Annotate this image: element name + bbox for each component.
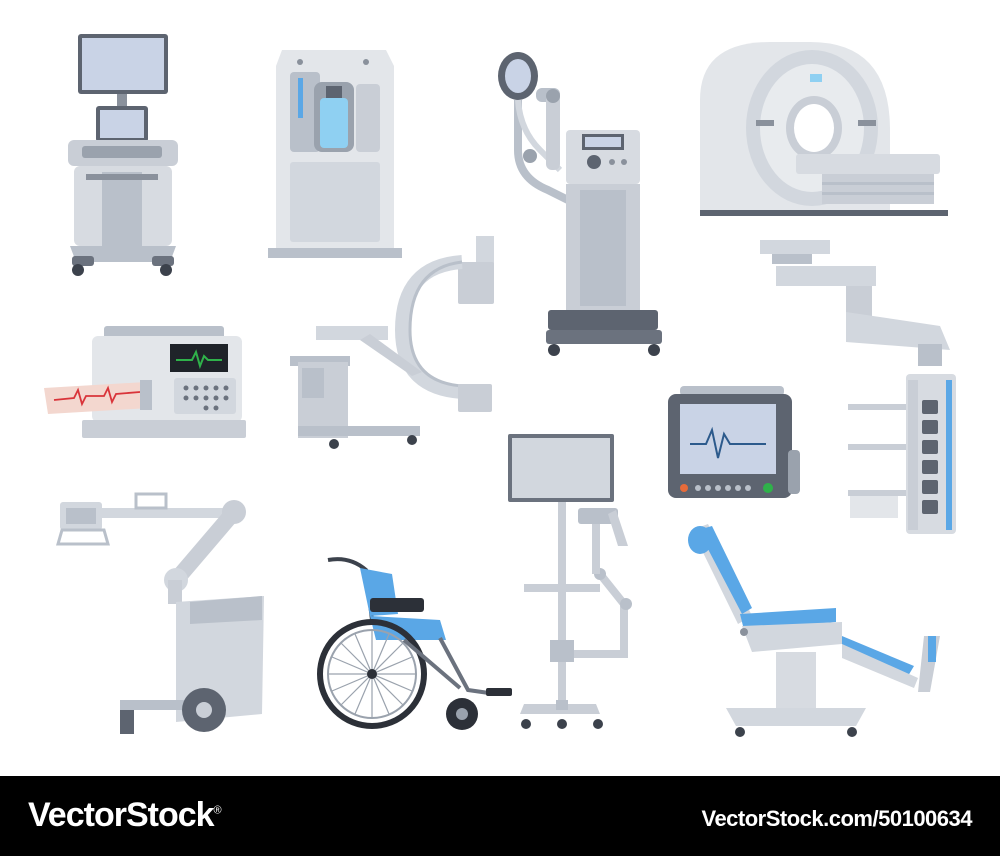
ultrasound-machine: [68, 34, 178, 276]
ceiling-medical-pendant: [760, 240, 956, 534]
vectorstock-logo[interactable]: VectorStock®: [28, 796, 222, 835]
examination-chair: [688, 524, 940, 737]
oxygen-concentrator: [268, 50, 402, 258]
surgical-light-stand: [508, 434, 632, 729]
footer-bar: VectorStock® VectorStock.com/50100634: [0, 776, 1000, 856]
registered-mark: ®: [213, 804, 222, 817]
anesthesia-ventilator: [498, 52, 662, 356]
brand-name: VectorStock: [28, 796, 215, 834]
wheelchair: [317, 557, 512, 730]
patient-monitor: [668, 386, 800, 498]
ecg-machine: [44, 326, 246, 438]
c-arm-xray: [290, 236, 494, 449]
medical-equipment-illustration: [44, 34, 956, 737]
mri-scanner: [700, 42, 948, 216]
mobile-xray-unit: [56, 492, 264, 734]
image-id-link[interactable]: VectorStock.com/50100634: [701, 806, 972, 831]
